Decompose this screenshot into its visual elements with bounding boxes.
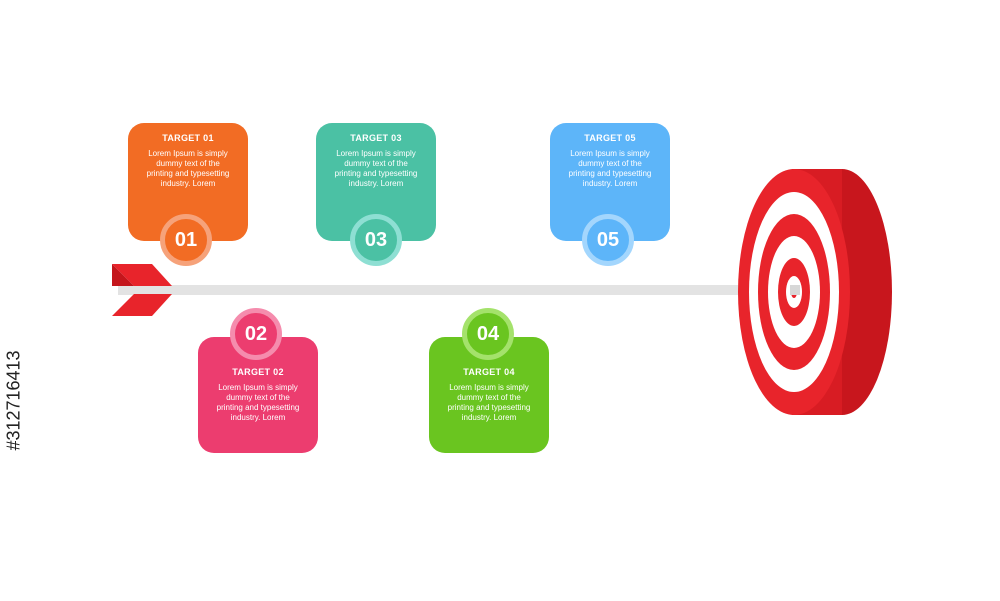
step-title: TARGET 04 xyxy=(463,367,515,377)
arrow-fletching-icon xyxy=(112,264,172,316)
step-text: Lorem Ipsum is simply dummy text of the … xyxy=(334,149,418,188)
step-text: Lorem Ipsum is simply dummy text of the … xyxy=(216,383,300,422)
arrow-tip xyxy=(790,285,800,295)
step-badge-03: 03 xyxy=(350,214,402,266)
step-text: Lorem Ipsum is simply dummy text of the … xyxy=(146,149,230,188)
target-icon xyxy=(738,169,892,415)
step-badge-05: 05 xyxy=(582,214,634,266)
step-badge-01: 01 xyxy=(160,214,212,266)
step-badge-02: 02 xyxy=(230,308,282,360)
stock-id-label: #312716413 xyxy=(3,350,24,451)
step-card-02: TARGET 02 Lorem Ipsum is simply dummy te… xyxy=(198,337,318,453)
step-title: TARGET 01 xyxy=(162,133,214,143)
arrow-shaft xyxy=(118,285,798,295)
step-title: TARGET 05 xyxy=(584,133,636,143)
step-text: Lorem Ipsum is simply dummy text of the … xyxy=(447,383,531,422)
step-text: Lorem Ipsum is simply dummy text of the … xyxy=(568,149,652,188)
step-title: TARGET 03 xyxy=(350,133,402,143)
step-badge-04: 04 xyxy=(462,308,514,360)
step-title: TARGET 02 xyxy=(232,367,284,377)
